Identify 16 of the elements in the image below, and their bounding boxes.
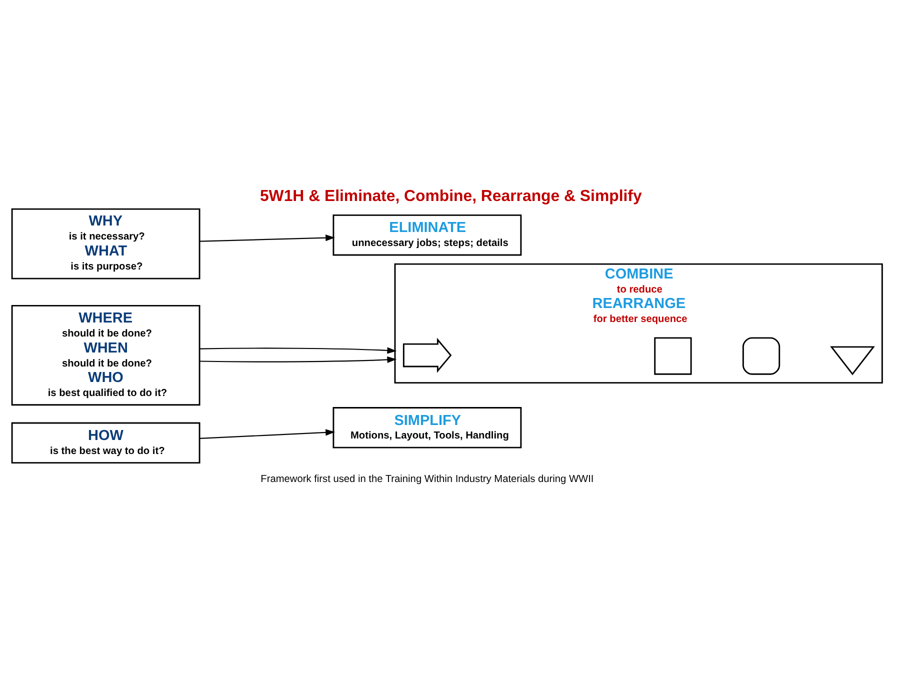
node-box: HOW is the best way to do it? xyxy=(11,422,200,464)
arrow xyxy=(200,356,397,363)
node-box: WHERE should it be done? WHEN should it be done? WHO is best qualified to do it? xyxy=(11,304,200,406)
diagram-title: 5W1H & Eliminate, Combine, Rearrange & Simplify xyxy=(260,187,642,204)
arrow xyxy=(200,234,336,242)
node-semicircle xyxy=(742,336,780,374)
caption: Framework first used in the Training Within Industry Materials during WWII xyxy=(260,473,594,484)
node-box: SIMPLIFY Motions, Layout, Tools, Handling xyxy=(332,406,522,448)
node-arrow xyxy=(402,337,452,372)
node-box xyxy=(654,336,692,374)
node-triangle xyxy=(830,346,875,375)
arrow xyxy=(200,428,336,438)
arrow xyxy=(200,346,397,354)
cluster: COMBINE to reduce REARRANGE for better sequence xyxy=(394,262,883,384)
node-box: WHY is it necessary? WHAT is its purpose? xyxy=(11,208,200,279)
node-box: ELIMINATE unnecessary jobs; steps; details xyxy=(332,214,522,256)
